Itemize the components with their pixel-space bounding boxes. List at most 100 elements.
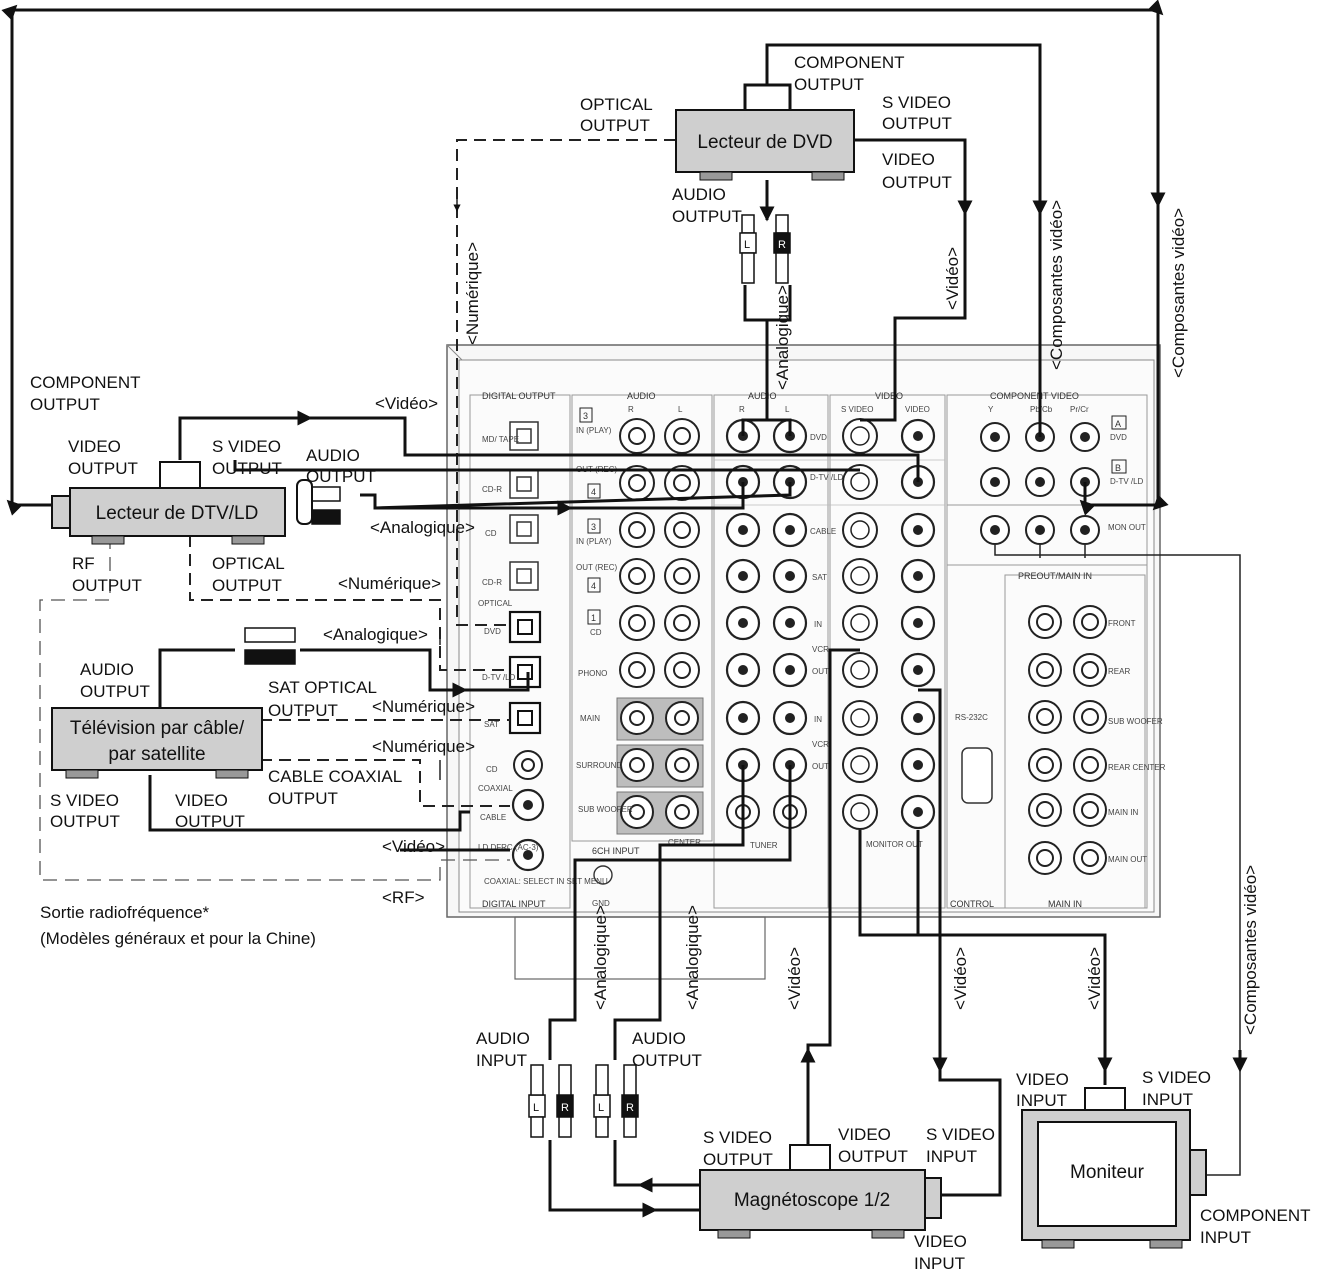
lbl-vcr-video-in: VIDEO	[914, 1232, 967, 1251]
panel-video-col: VIDEO	[905, 405, 930, 414]
lbl-vcr-audio-out-2: OUTPUT	[632, 1051, 702, 1070]
panel-dtv-dig: D-TV /LD	[482, 673, 516, 682]
plug-label-r3: R	[626, 1102, 634, 1114]
panel-pr: Pr/Cr	[1070, 405, 1089, 414]
panel-s-video: S VIDEO	[841, 405, 873, 414]
video-jacks	[842, 418, 936, 830]
panel-cable-audio: CABLE	[810, 527, 836, 536]
panel-digital-input: DIGITAL INPUT	[482, 899, 546, 909]
receiver-rear-panel: DIGITAL OUTPUT AUDIO AUDIO VIDEO COMPONE…	[446, 344, 1166, 980]
dvd-label: Lecteur de DVD	[697, 132, 832, 153]
panel-num3-a: 3	[583, 411, 588, 421]
lbl-dtv-svideo-2: OUTPUT	[212, 459, 282, 478]
sig-comp-monitor: <Composantes vidéo>	[1241, 865, 1260, 1035]
panel-component-video: COMPONENT VIDEO	[990, 391, 1079, 401]
lbl-dvd-audio: AUDIO	[672, 185, 726, 204]
lbl-dvd-video-2: OUTPUT	[882, 173, 952, 192]
panel-dtv-comp: D-TV /LD	[1110, 477, 1144, 486]
panel-gnd: GND	[592, 899, 610, 908]
component-jacks	[980, 422, 1100, 545]
lbl-dtv-component-2: OUTPUT	[30, 395, 100, 414]
lbl-vcr-svideo-in: S VIDEO	[926, 1125, 995, 1144]
panel-optical-small: OPTICAL	[478, 599, 513, 608]
lbl-vcr-video-out-2: OUTPUT	[838, 1147, 908, 1166]
monitor-label: Moniteur	[1070, 1162, 1145, 1183]
lbl-dtv-optical-2: OUTPUT	[212, 576, 282, 595]
lbl-mon-component: COMPONENT	[1200, 1206, 1311, 1225]
sig-video-vcr-out: <Vidéo>	[785, 947, 804, 1010]
rs232c-port	[961, 747, 993, 804]
gnd-terminal	[593, 865, 613, 885]
lbl-cable-coaxial: CABLE COAXIAL	[268, 767, 402, 786]
panel-dtv-audio: D-TV /LD	[810, 473, 844, 482]
device-dtv-player: Lecteur de DTV/LD	[51, 487, 286, 545]
panel-ld-dfrc: LD DFRC (AC-3)	[478, 843, 539, 852]
panel-main-in: MAIN IN	[1108, 808, 1138, 817]
lbl-mon-component-2: INPUT	[1200, 1228, 1251, 1247]
panel-sat-dig: SAT	[484, 720, 499, 729]
sig-numerique-dtv: <Numérique>	[338, 574, 441, 593]
lbl-sat-audio: AUDIO	[80, 660, 134, 679]
panel-box-b: B	[1115, 463, 1121, 473]
lbl-mon-video-in: VIDEO	[1016, 1070, 1069, 1089]
lbl-mon-svideo-in: S VIDEO	[1142, 1068, 1211, 1087]
plug-sat-audio	[244, 627, 296, 665]
lbl-dtv-audio-2: OUTPUT	[306, 467, 376, 486]
lbl-vcr-video-in-2: INPUT	[914, 1254, 965, 1273]
panel-phono: PHONO	[578, 669, 607, 678]
lbl-dvd-video: VIDEO	[882, 150, 935, 169]
sig-rf: <RF>	[382, 888, 425, 907]
panel-digital-output: DIGITAL OUTPUT	[482, 391, 556, 401]
sig-video-dvd: <Vidéo>	[943, 247, 962, 310]
panel-out-rec-b: OUT (REC)	[576, 563, 618, 572]
panel-rear: REAR	[1108, 667, 1130, 676]
panel-in-1: IN	[814, 620, 822, 629]
lbl-vcr-audio-in-2: INPUT	[476, 1051, 527, 1070]
panel-out-1: OUT	[812, 667, 829, 676]
device-vcr: Magnétoscope 1/2	[699, 1169, 942, 1239]
panel-in-play-a: IN (PLAY)	[576, 426, 612, 435]
panel-surround: SURROUND	[576, 761, 622, 770]
panel-num1: 1	[591, 613, 596, 623]
lbl-dvd-component: COMPONENT	[794, 53, 905, 72]
rca-plugs: L R L R L R	[244, 214, 791, 1138]
lbl-sat-svideo-2: OUTPUT	[50, 812, 120, 831]
sig-video-ld: <Vidéo>	[382, 837, 445, 856]
lbl-sat-svideo: S VIDEO	[50, 791, 119, 810]
port-labels: COMPONENT OUTPUT OPTICAL OUTPUT S VIDEO …	[30, 53, 1311, 1273]
sig-numerique-cable: <Numérique>	[372, 737, 475, 756]
sig-analog-dtv: <Analogique>	[370, 518, 475, 537]
lbl-dvd-svideo-2: OUTPUT	[882, 114, 952, 133]
lbl-dtv-video-2: OUTPUT	[68, 459, 138, 478]
panel-num4-a: 4	[591, 487, 596, 497]
panel-vcr-1: VCR	[812, 645, 829, 654]
panel-cd-r-1: CD-R	[482, 485, 502, 494]
panel-l-1: L	[785, 405, 790, 414]
lbl-sat-optical: SAT OPTICAL	[268, 678, 377, 697]
plug-vcr-audio-out: L R	[593, 1064, 639, 1138]
panel-cd-1: CD	[485, 529, 497, 538]
panel-main-in-footer: MAIN IN	[1048, 899, 1082, 909]
lbl-vcr-video-out: VIDEO	[838, 1125, 891, 1144]
panel-sat-audio: SAT	[812, 573, 827, 582]
lbl-vcr-audio-in: AUDIO	[476, 1029, 530, 1048]
plug-label-l2: L	[533, 1102, 539, 1114]
sig-video-dtv: <Vidéo>	[375, 394, 438, 413]
sig-comp-dtv: <Composantes vidéo>	[1169, 208, 1188, 378]
lbl-dvd-audio-2: OUTPUT	[672, 207, 742, 226]
panel-cd-2: CD	[486, 765, 498, 774]
cable-sat-label-1: Télévision par câble/	[70, 718, 245, 739]
lbl-vcr-svideo-out-2: OUTPUT	[703, 1150, 773, 1169]
device-monitor: Moniteur	[1021, 1109, 1207, 1249]
panel-rs232c: RS-232C	[955, 713, 988, 722]
preout-jacks	[1028, 605, 1107, 875]
panel-audio-2: AUDIO	[748, 391, 777, 401]
panel-r-2: R	[628, 405, 634, 414]
panel-r-1: R	[739, 405, 745, 414]
panel-cable-dig: CABLE	[480, 813, 506, 822]
sig-comp-dvd: <Composantes vidéo>	[1047, 200, 1066, 370]
lbl-dtv-audio: AUDIO	[306, 446, 360, 465]
dtv-label: Lecteur de DTV/LD	[96, 503, 259, 524]
panel-dvd-audio: DVD	[810, 433, 827, 442]
